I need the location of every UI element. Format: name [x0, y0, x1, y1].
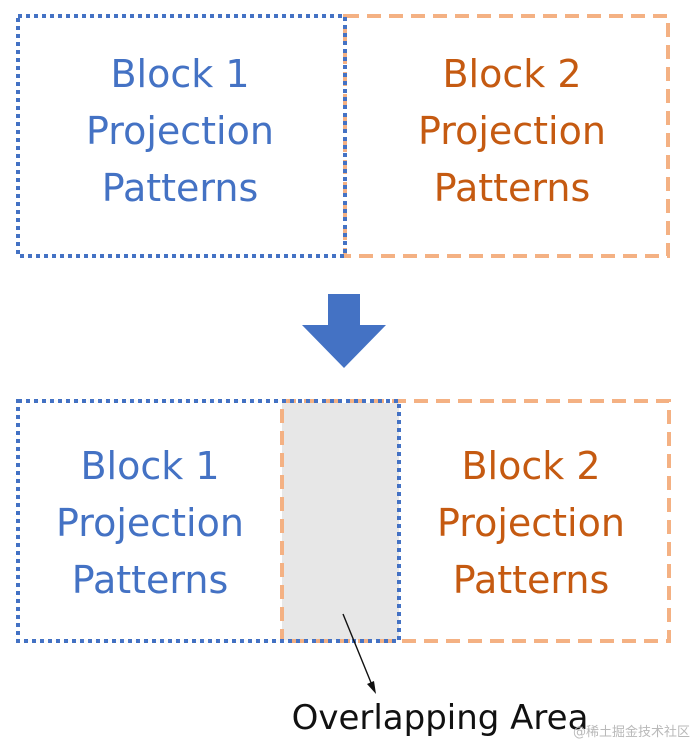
overlap-pointer-line — [342, 613, 375, 691]
overlap-label: Overlapping Area — [292, 698, 589, 738]
bottom-block2-line3: Patterns — [453, 558, 610, 602]
top-block2-line3: Patterns — [434, 166, 591, 210]
bottom-block2-line2: Projection — [437, 501, 625, 545]
overlap-pointer-arrowhead — [367, 681, 376, 694]
watermark-text: @稀土掘金技术社区 — [573, 724, 690, 740]
top-block1-line1: Block 1 — [110, 52, 249, 96]
bottom-block1-box — [16, 399, 401, 643]
down-arrow-icon — [302, 294, 386, 368]
top-block1-line2: Projection — [86, 109, 274, 153]
top-block2-line2: Projection — [418, 109, 606, 153]
top-block1-line3: Patterns — [102, 166, 259, 210]
bottom-block1-line1: Block 1 — [80, 444, 219, 488]
top-block2-box — [343, 14, 670, 258]
bottom-block2-box — [280, 399, 671, 643]
bottom-block1-line2: Projection — [56, 501, 244, 545]
overlap-area — [282, 403, 399, 640]
top-block2-line1: Block 2 — [442, 52, 581, 96]
bottom-block2-line1: Block 2 — [461, 444, 600, 488]
top-block1-box — [16, 14, 347, 258]
bottom-block1-line3: Patterns — [72, 558, 229, 602]
